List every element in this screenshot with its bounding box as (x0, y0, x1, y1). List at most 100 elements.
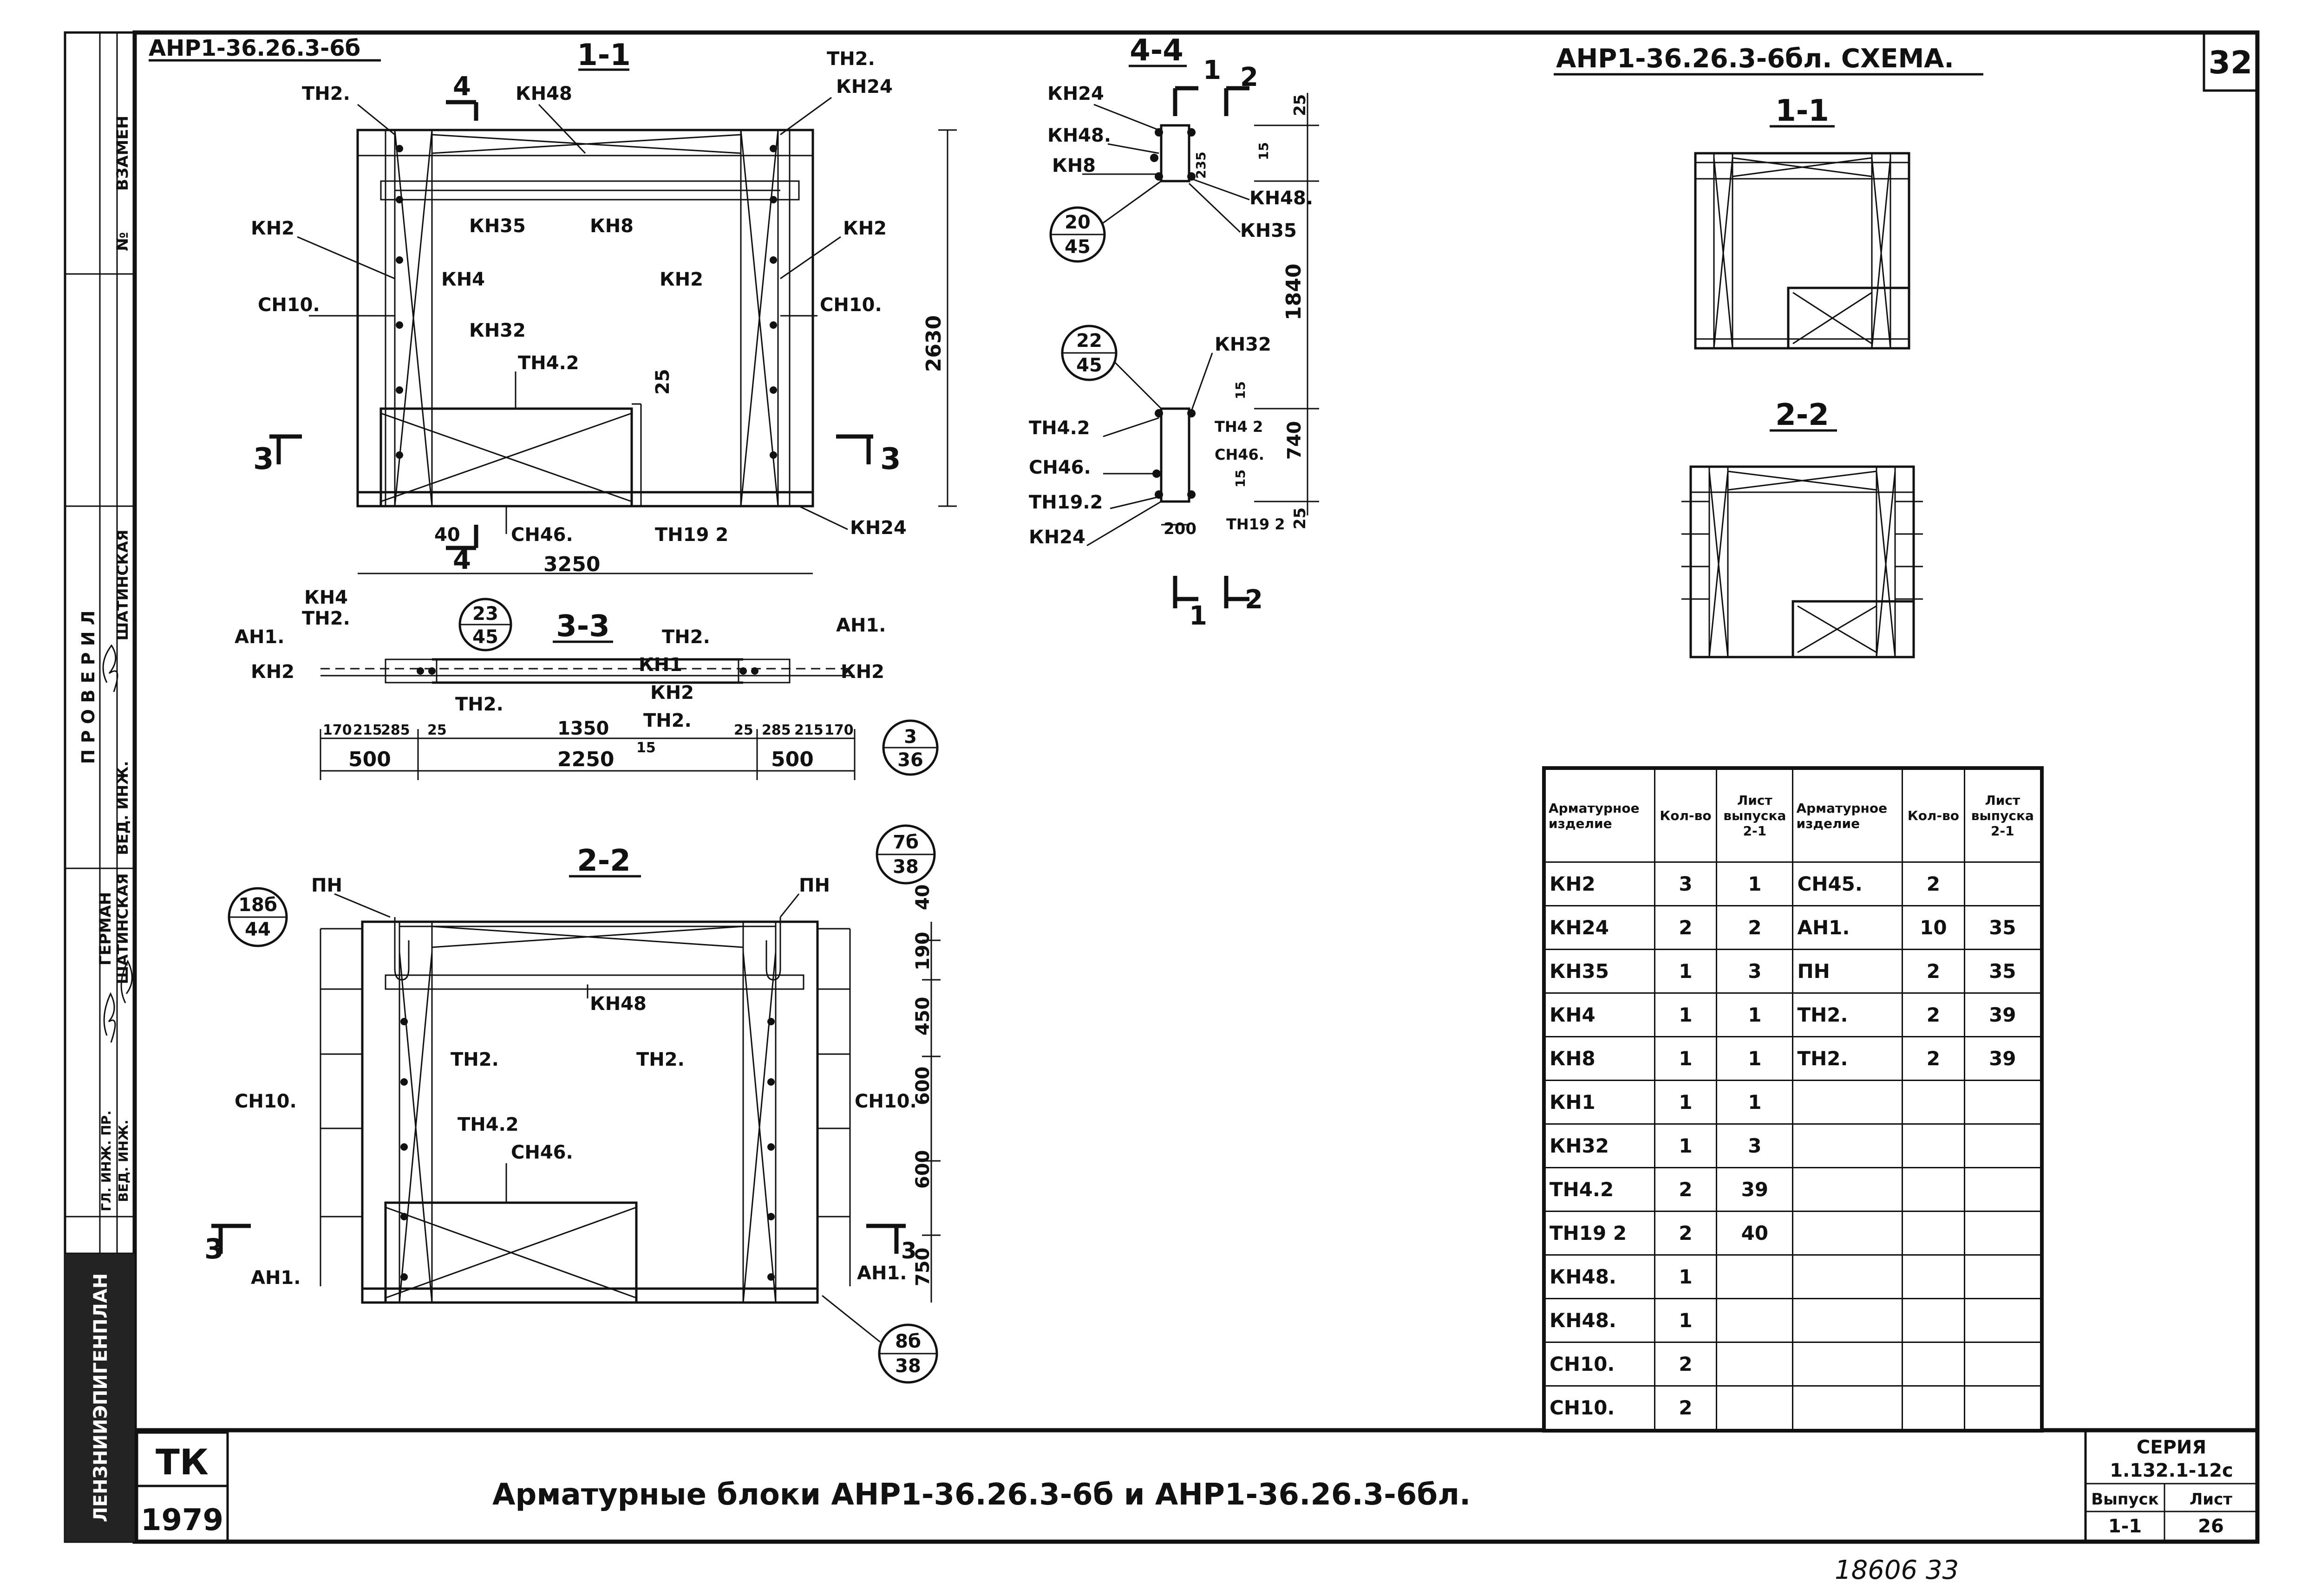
spec-cell: ТН4.2 (1544, 1167, 1655, 1212)
view-1-1-header: АНР1-36.26.3-6б (149, 35, 360, 61)
list-value: 26 (2198, 1516, 2224, 1537)
lbl-22-an1-right: АН1. (857, 1263, 907, 1284)
lbl-33-tn2-b: ТН2. (455, 694, 503, 715)
spec-cell (1792, 1342, 1903, 1387)
lbl-44-tn4-2: ТН4.2 (1029, 417, 1090, 439)
lbl-33-an1-left: АН1. (235, 626, 284, 648)
spec-cell (1792, 1211, 1903, 1256)
dim-44-15a: 15 (1256, 142, 1271, 160)
view-2-2-section: 2-2 (577, 844, 631, 878)
list-label: Лист (2190, 1490, 2232, 1509)
seria-value: 1.132.1-12с (2110, 1460, 2233, 1481)
scheme-1-1: 1-1 (1775, 94, 1829, 128)
bubble-22-right-top: 7б (893, 832, 919, 853)
spec-cell: 2 (1902, 1036, 1965, 1081)
dim-33-1350: 1350 (557, 718, 609, 739)
scheme-2-2: 2-2 (1775, 398, 1829, 432)
spec-cell (1902, 1254, 1965, 1299)
dim-22-40: 40 (912, 884, 934, 910)
view-1-1-section: 1-1 (577, 38, 631, 72)
spec-cell: КН2 (1544, 861, 1655, 906)
bubble-44-1-bottom: 45 (1065, 236, 1091, 258)
spec-cell (1792, 1123, 1903, 1168)
spec-cell: 2 (1902, 861, 1965, 906)
bubble-22-left-top: 18б (238, 894, 277, 916)
spec-row: СН10.2 (1544, 1385, 2042, 1430)
dim-width-3250: 3250 (543, 553, 600, 576)
signature-3 (120, 959, 133, 1003)
lbl-22-an1-left: АН1. (251, 1267, 301, 1289)
stamp-ved-inzh-2: ВЕД. ИНЖ. (116, 1120, 131, 1202)
lbl-33-kn2-mid: КН2 (650, 682, 694, 704)
signature-1 (102, 644, 118, 692)
spec-cell: 2 (1654, 905, 1718, 950)
dim-22-600a: 600 (912, 1067, 934, 1106)
lbl-tn2-left: ТН2. (302, 83, 350, 104)
spec-cell (1902, 1211, 1965, 1256)
spec-cell: 10 (1902, 905, 1965, 950)
cut-3-left: 3 (253, 442, 274, 476)
spec-cell (1963, 1254, 2042, 1299)
lbl-33-kn2-left: КН2 (251, 661, 294, 683)
spec-row: СН10.2 (1544, 1342, 2042, 1387)
spec-cell (1963, 1123, 2042, 1168)
lbl-kn24-bottom: КН24 (850, 517, 907, 539)
spec-cell: КН24 (1544, 905, 1655, 950)
bubble-44-2-bottom: 45 (1076, 355, 1102, 376)
title-logo-top: ТК (156, 1441, 209, 1483)
spec-cell: КН8 (1544, 1036, 1655, 1081)
view-2-2-main: 2-2 (204, 824, 941, 1384)
seria-label: СЕРИЯ (2137, 1437, 2206, 1458)
bubble-44-2-top: 22 (1076, 330, 1102, 352)
lbl-44-tn4-2-right: ТН4 2 (1215, 418, 1263, 436)
spec-cell: 2 (1654, 1342, 1718, 1387)
spec-cell (1792, 1298, 1903, 1343)
dim-22-600b: 600 (912, 1150, 934, 1189)
lbl-22-tn2-left: ТН2. (451, 1049, 499, 1070)
dim-40: 40 (434, 524, 460, 546)
lbl-kn2-left: КН2 (251, 218, 294, 239)
spec-cell (1792, 1385, 1903, 1430)
bubble-22-left-bottom: 44 (245, 919, 271, 940)
spec-cell: 3 (1716, 949, 1794, 994)
spec-cell: 40 (1716, 1211, 1794, 1256)
lbl-kn2-right: КН2 (843, 218, 887, 239)
dim-25: 25 (652, 369, 673, 395)
cut-44-1-top: 1 (1203, 55, 1221, 85)
bubble-44-1-top: 20 (1065, 212, 1091, 233)
spec-cell: КН48. (1544, 1298, 1655, 1343)
cut-4-bottom: 4 (453, 545, 471, 575)
lbl-22-sn46: СН46. (511, 1142, 573, 1163)
spec-cell: 39 (1963, 1036, 2042, 1081)
spec-header-cell: Кол-во (1902, 769, 1965, 863)
spec-cell: 1 (1654, 1123, 1718, 1168)
dim-33-215a: 215 (353, 722, 382, 738)
lbl-44-kn48-b: КН48. (1249, 188, 1313, 209)
lbl-44-sn46: СН46. (1029, 457, 1091, 478)
lbl-33-an1-right: АН1. (836, 615, 886, 636)
lbl-33-kn1: КН1 (639, 654, 682, 676)
dim-44-15c: 15 (1233, 469, 1248, 488)
lbl-sn46: СН46. (511, 524, 573, 546)
spec-cell (1902, 1385, 1965, 1430)
lbl-22-tn2-right: ТН2. (636, 1049, 685, 1070)
spec-cell: 2 (1902, 992, 1965, 1037)
spec-cell: ТН2. (1792, 1036, 1903, 1081)
bubble-22-br-top: 8б (895, 1331, 921, 1352)
title-logo-bottom: 1979 (141, 1503, 223, 1537)
lbl-tn4-2: ТН4.2 (518, 352, 579, 374)
dim-33-285b: 285 (762, 722, 791, 738)
spec-cell: ТН2. (1792, 992, 1903, 1037)
spec-cell: КН32 (1544, 1123, 1655, 1168)
dim-33-170a: 170 (323, 722, 352, 738)
cut-22-3-right: 3 (901, 1238, 916, 1264)
lbl-tn19-2: ТН19 2 (655, 524, 728, 546)
dim-33-500a: 500 (348, 748, 391, 771)
spec-cell: 1 (1654, 1254, 1718, 1299)
stamp-proveril: П Р О В Е Р И Л (78, 611, 98, 764)
lbl-33-tn2-d: ТН2. (662, 626, 710, 648)
spec-cell: СН10. (1544, 1385, 1655, 1430)
